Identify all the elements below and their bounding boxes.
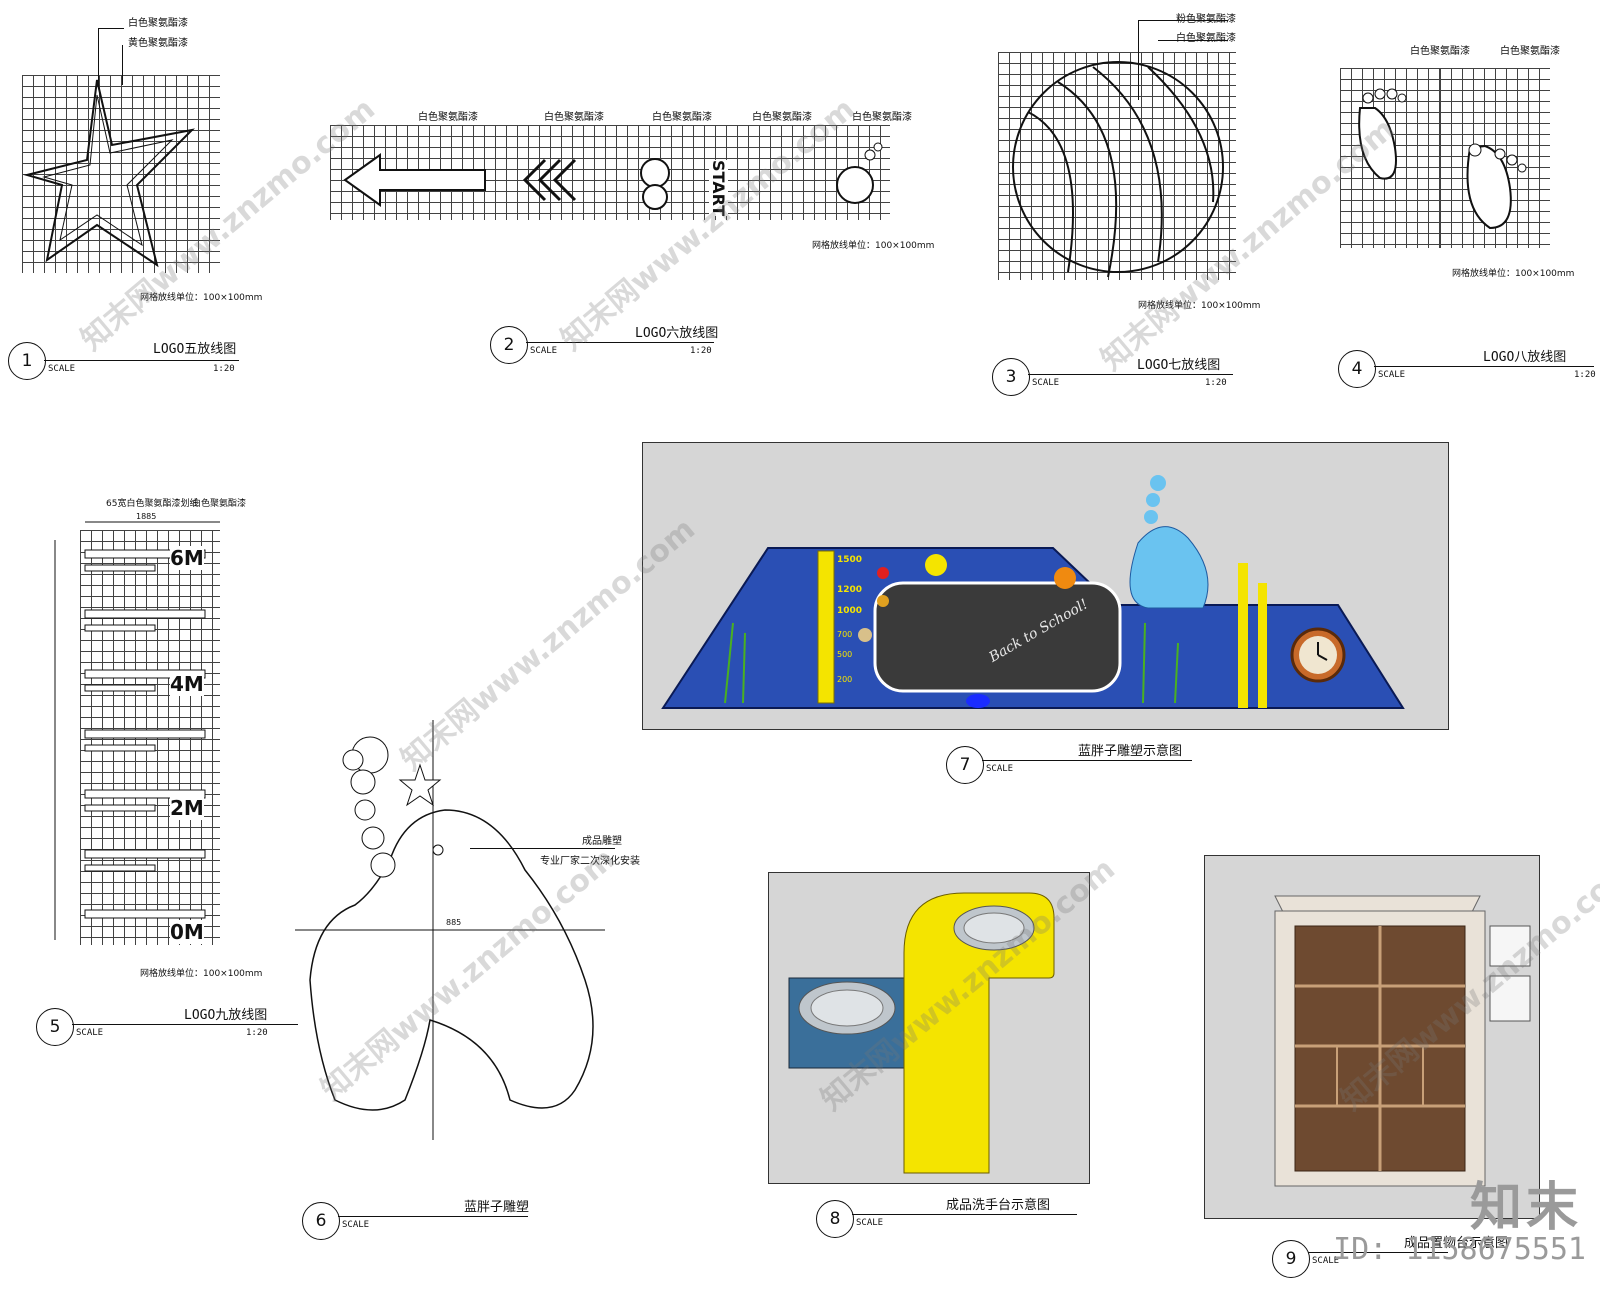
d5-dim-top: 1885: [136, 512, 157, 521]
d7-title: 蓝胖子雕塑示意图: [1078, 744, 1183, 759]
d1-tag-1: 白色聚氨酯漆: [128, 18, 188, 29]
d3-number: 3: [992, 358, 1030, 396]
d3-tag-1: 粉色聚氨酯漆: [1176, 14, 1236, 25]
d7-ruler-1200: 1200: [837, 585, 863, 595]
d2-scale-label: SCALE: [530, 346, 558, 356]
d1-star-drawing: [23, 79, 195, 268]
d2-tag-5: 白色聚氨酯漆: [852, 112, 912, 123]
d3-ratio: 1:20: [1205, 378, 1227, 388]
d5-mark-4m: 4M: [170, 672, 204, 696]
d9-shelf-render: [1274, 895, 1531, 1187]
d3-title: LOGO七放线图: [1137, 358, 1221, 373]
d4-tag-2: 白色聚氨酯漆: [1500, 46, 1560, 57]
d4-footprint-drawing: [1358, 88, 1527, 230]
d5-tag-1: 65宽白色聚氨酯漆划线: [106, 499, 199, 509]
d2-number: 2: [490, 326, 528, 364]
d5-title: LOGO九放线图: [184, 1008, 268, 1023]
d3-scale-label: SCALE: [1032, 378, 1060, 388]
d1-title: LOGO五放线图: [153, 342, 237, 357]
d8-render-panel: [768, 872, 1090, 1184]
d6-dim: 885: [446, 918, 462, 927]
d7-ruler-200: 200: [837, 675, 853, 684]
d2-arrow-drawing: [343, 142, 883, 210]
d4-title: LOGO八放线图: [1483, 350, 1567, 365]
d1-ratio: 1:20: [213, 364, 235, 374]
d1-tag-2: 黄色聚氨酯漆: [128, 38, 188, 49]
d5-scale-label: SCALE: [76, 1028, 104, 1038]
d1-grid: [22, 75, 220, 273]
d9-title: 成品置物台示意图: [1404, 1236, 1509, 1251]
d9-number: 9: [1272, 1240, 1310, 1278]
d7-ruler-500: 500: [837, 650, 853, 659]
d1-number: 1: [8, 342, 46, 380]
d7-wall-render: [661, 475, 1405, 709]
d5-ruler-drawing: [54, 521, 220, 940]
d3-grid-note: 网格放线单位：100×100mm: [1138, 301, 1261, 311]
d8-scale-label: SCALE: [856, 1218, 884, 1228]
d5-number: 5: [36, 1008, 74, 1046]
d4-scale-label: SCALE: [1378, 370, 1406, 380]
d5-tag-2: 白色聚氨酯漆: [192, 499, 247, 509]
d1-scale-label: SCALE: [48, 364, 76, 374]
brand-id: ID: 1158675551: [1333, 1232, 1586, 1267]
d5-mark-2m: 2M: [170, 796, 204, 820]
d2-ratio: 1:20: [690, 346, 712, 356]
d8-number: 8: [816, 1200, 854, 1238]
d2-tag-4: 白色聚氨酯漆: [752, 112, 812, 123]
d5-mark-6m: 6M: [170, 546, 204, 570]
d2-title: LOGO六放线图: [635, 326, 719, 341]
d2-grid-note: 网格放线单位：100×100mm: [812, 241, 935, 251]
d4-grid-note: 网格放线单位：100×100mm: [1452, 269, 1575, 279]
d6-tag-1: 成品雕塑: [582, 836, 622, 847]
d7-ruler-1500: 1500: [837, 555, 863, 565]
d4-tag-1: 白色聚氨酯漆: [1410, 46, 1470, 57]
d7-render-panel: 1500 1200 1000 700 500 200 Back to Schoo…: [642, 442, 1449, 730]
d6-tag-2: 专业厂家二次深化安装: [540, 856, 640, 867]
d5-ratio: 1:20: [246, 1028, 268, 1038]
d8-sink-render: [788, 892, 1055, 1174]
d2-tag-1: 白色聚氨酯漆: [418, 112, 478, 123]
d9-scale-label: SCALE: [1312, 1256, 1340, 1266]
d7-ruler-1000: 1000: [837, 606, 863, 616]
d2-tag-3: 白色聚氨酯漆: [652, 112, 712, 123]
d6-number: 6: [302, 1202, 340, 1240]
d3-tag-2: 白色聚氨酯漆: [1176, 33, 1236, 44]
d8-title: 成品洗手台示意图: [946, 1198, 1051, 1213]
d7-scale-label: SCALE: [986, 764, 1014, 774]
d7-number: 7: [946, 746, 984, 784]
d1-grid-note: 网格放线单位：100×100mm: [140, 293, 263, 303]
d3-circle-drawing: [1012, 61, 1224, 278]
d9-render-panel: [1204, 855, 1540, 1219]
d4-ratio: 1:20: [1574, 370, 1596, 380]
d7-ruler-700: 700: [837, 630, 853, 639]
d5-mark-0m: 0M: [170, 920, 204, 944]
d2-tag-2: 白色聚氨酯漆: [544, 112, 604, 123]
d4-number: 4: [1338, 350, 1376, 388]
d6-sculpture-drawing: [295, 720, 605, 1140]
brand-logo: 知末: [1469, 1178, 1582, 1238]
d5-grid-note: 网格放线单位：100×100mm: [140, 969, 263, 979]
d6-scale-label: SCALE: [342, 1220, 370, 1230]
d6-title: 蓝胖子雕塑: [464, 1200, 530, 1215]
